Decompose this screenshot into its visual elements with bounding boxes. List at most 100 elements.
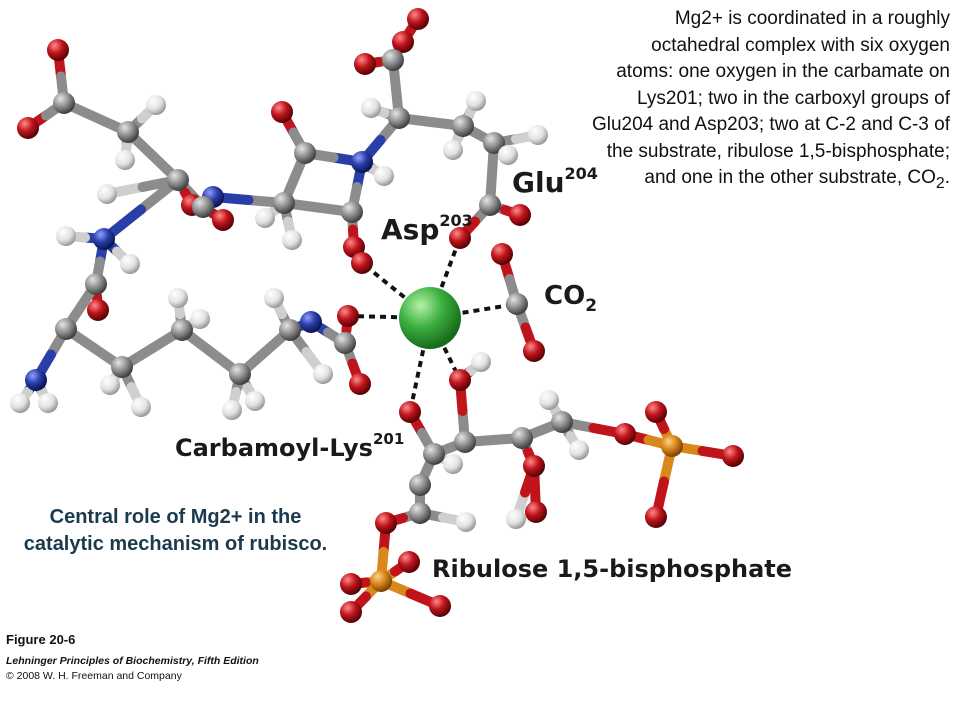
carbon-atom [454, 431, 476, 453]
oxygen-atom [354, 53, 376, 75]
carbon-atom [334, 332, 356, 354]
hydrogen-atom [361, 98, 381, 118]
carbon-atom [294, 142, 316, 164]
oxygen-atom [523, 455, 545, 477]
carbon-atom [171, 319, 193, 341]
carbon-atom [388, 107, 410, 129]
co2-label: CO2 [544, 281, 597, 316]
hydrogen-atom [245, 391, 265, 411]
hydrogen-atom [131, 397, 151, 417]
hydrogen-atom [374, 166, 394, 186]
carbon-atom [479, 194, 501, 216]
hydrogen-atom [146, 95, 166, 115]
oxygen-atom [337, 305, 359, 327]
atoms [10, 8, 744, 623]
oxygen-atom [614, 423, 636, 445]
hydrogen-atom [282, 230, 302, 250]
carbon-atom [279, 319, 301, 341]
carbon-atom [423, 443, 445, 465]
hydrogen-atom [471, 352, 491, 372]
asp-label: Asp203 [381, 211, 473, 246]
carbon-atom [511, 427, 533, 449]
oxygen-atom [399, 401, 421, 423]
nitrogen-atom [300, 311, 322, 333]
oxygen-atom [449, 227, 471, 249]
oxygen-atom [340, 573, 362, 595]
phosphorus-atom [661, 435, 683, 457]
hydrogen-atom [456, 512, 476, 532]
oxygen-atom [351, 252, 373, 274]
oxygen-atom [87, 299, 109, 321]
oxygen-atom [449, 369, 471, 391]
oxygen-atom [271, 101, 293, 123]
oxygen-atom [398, 551, 420, 573]
oxygen-atom [392, 31, 414, 53]
carbon-atom [111, 356, 133, 378]
oxygen-atom [645, 506, 667, 528]
hydrogen-atom [190, 309, 210, 329]
oxygen-atom [509, 204, 531, 226]
carbon-atom [192, 196, 214, 218]
nitrogen-atom [351, 151, 373, 173]
hydrogen-atom [120, 254, 140, 274]
oxygen-atom [407, 8, 429, 30]
carbon-atom [551, 411, 573, 433]
oxygen-atom [491, 243, 513, 265]
hydrogen-atom [528, 125, 548, 145]
carbon-atom [53, 92, 75, 114]
hydrogen-atom [255, 208, 275, 228]
hydrogen-atom [539, 390, 559, 410]
glu-label: Glu204 [512, 164, 598, 199]
figure-caption: Central role of Mg2+ in the catalytic me… [23, 506, 328, 555]
phosphorus-atom [370, 570, 392, 592]
oxygen-atom [523, 340, 545, 362]
carbon-atom [452, 115, 474, 137]
hydrogen-atom [38, 393, 58, 413]
carbon-atom [341, 201, 363, 223]
hydrogen-atom [569, 440, 589, 460]
carbon-atom [483, 132, 505, 154]
oxygen-atom [17, 117, 39, 139]
hydrogen-atom [222, 400, 242, 420]
carbon-atom [167, 169, 189, 191]
hydrogen-atom [115, 150, 135, 170]
carbon-atom [382, 49, 404, 71]
hydrogen-atom [56, 226, 76, 246]
carbon-atom [409, 474, 431, 496]
oxygen-atom [525, 501, 547, 523]
carbon-atom [229, 363, 251, 385]
nitrogen-atom [93, 228, 115, 250]
residue-labels: Glu204 Asp203 CO2 Carbamoyl-Lys201 Ribul… [175, 164, 792, 583]
hydrogen-atom [466, 91, 486, 111]
oxygen-atom [429, 595, 451, 617]
carbon-atom [506, 293, 528, 315]
figure-source-book: Lehninger Principles of Biochemistry, Fi… [6, 655, 259, 667]
magnesium-atom [399, 287, 461, 349]
hydrogen-atom [443, 454, 463, 474]
carbon-atom [273, 192, 295, 214]
oxygen-atom [375, 512, 397, 534]
hydrogen-atom [168, 288, 188, 308]
hydrogen-atom [498, 145, 518, 165]
nitrogen-atom [25, 369, 47, 391]
hydrogen-atom [100, 375, 120, 395]
carbamoyl-lys-label: Carbamoyl-Lys201 [175, 430, 404, 462]
hydrogen-atom [264, 288, 284, 308]
rubp-label: Ribulose 1,5-bisphosphate [432, 555, 792, 583]
hydrogen-atom [443, 140, 463, 160]
oxygen-atom [47, 39, 69, 61]
figure-number: Figure 20-6 [6, 632, 76, 647]
oxygen-atom [645, 401, 667, 423]
oxygen-atom [340, 601, 362, 623]
oxygen-atom [212, 209, 234, 231]
figure-copyright: © 2008 W. H. Freeman and Company [6, 670, 182, 682]
hydrogen-atom [313, 364, 333, 384]
oxygen-atom [349, 373, 371, 395]
hydrogen-atom [506, 509, 526, 529]
hydrogen-atom [10, 393, 30, 413]
hydrogen-atom [97, 184, 117, 204]
carbon-atom [85, 273, 107, 295]
oxygen-atom [722, 445, 744, 467]
carbon-atom [409, 502, 431, 524]
